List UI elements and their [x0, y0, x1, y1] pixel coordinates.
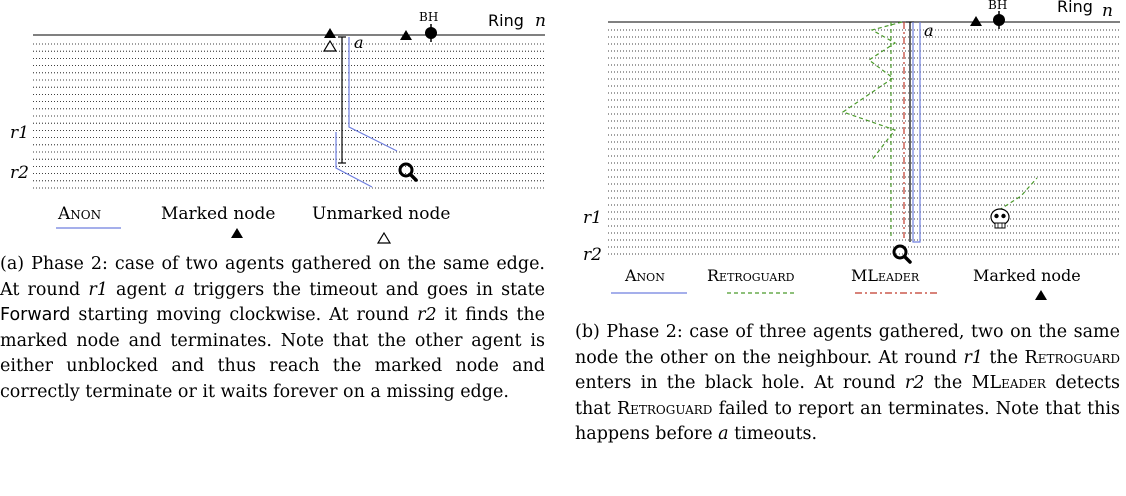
ring-label: Ring: [488, 11, 524, 30]
panel-b: r1 r2 Ring n BH a: [575, 0, 1126, 496]
skull-icon: [990, 208, 1010, 229]
retroguard-zigzag: [841, 21, 903, 162]
caption-retroguard: Retroguard: [1024, 347, 1120, 368]
caption-r2: r2: [904, 373, 925, 393]
bh-label: BH: [419, 10, 438, 24]
n-label: n: [1102, 1, 1113, 21]
caption-r1: r1: [963, 347, 983, 368]
magnifier-icon: [398, 162, 418, 182]
caption-retroguard: Retroguard: [616, 398, 713, 419]
legend-retroguard: Retroguard: [707, 266, 795, 285]
anon-path-1: [348, 37, 398, 152]
agent-a-label: a: [924, 21, 934, 40]
marked-node-icon: [400, 30, 412, 40]
panel-a: r1 r2 Ring n BH a Anon Marked node: [0, 0, 560, 496]
ring-label: Ring: [1057, 0, 1093, 16]
retroguard-path-2: [992, 177, 1038, 215]
round-r1-label: r1: [10, 123, 29, 143]
anon-path-2: [335, 132, 373, 188]
marked-node-icon: [324, 28, 336, 38]
legend-marked-icon: [231, 228, 243, 238]
legend-anon: Anon: [57, 204, 101, 224]
legend-anon: Anon: [624, 266, 665, 285]
unmarked-node-icon: [322, 39, 338, 52]
round-r2-label: r2: [10, 163, 29, 183]
caption-a-agent: a: [174, 279, 185, 300]
diagram-a: r1 r2 Ring n BH a Anon Marked node: [10, 10, 546, 244]
legend-mleader: MLeader: [851, 266, 920, 285]
magnifier-icon: [892, 244, 912, 264]
legend-marked: Marked node: [973, 266, 1081, 285]
legend-marked: Marked node: [161, 204, 275, 224]
caption-mleader: MLeader: [971, 373, 1046, 393]
timeline-dots: [608, 29, 1120, 255]
timeline-dots: [33, 43, 545, 189]
agent-a-label: a: [354, 33, 364, 52]
legend-marked-icon: [1035, 290, 1047, 300]
legend-unmarked: Unmarked node: [312, 204, 450, 224]
caption-a-agent: a: [718, 424, 729, 444]
n-label: n: [535, 11, 546, 31]
round-r2-label: r2: [583, 245, 602, 265]
caption-r2: r2: [417, 305, 437, 325]
anon-path: [912, 22, 921, 243]
legend-unmarked-icon: [376, 231, 392, 244]
bh-label: BH: [988, 0, 1007, 12]
round-r1-label: r1: [583, 208, 602, 228]
caption-b: (b) Phase 2: case of three agents gather…: [575, 322, 1120, 444]
caption-r1: r1: [88, 279, 108, 300]
diagram-b: r1 r2 Ring n BH a: [583, 0, 1120, 294]
caption-a: (a) Phase 2: case of two agents gathered…: [0, 254, 545, 402]
state-forward: Forward: [0, 305, 71, 325]
marked-node-icon: [970, 16, 982, 26]
